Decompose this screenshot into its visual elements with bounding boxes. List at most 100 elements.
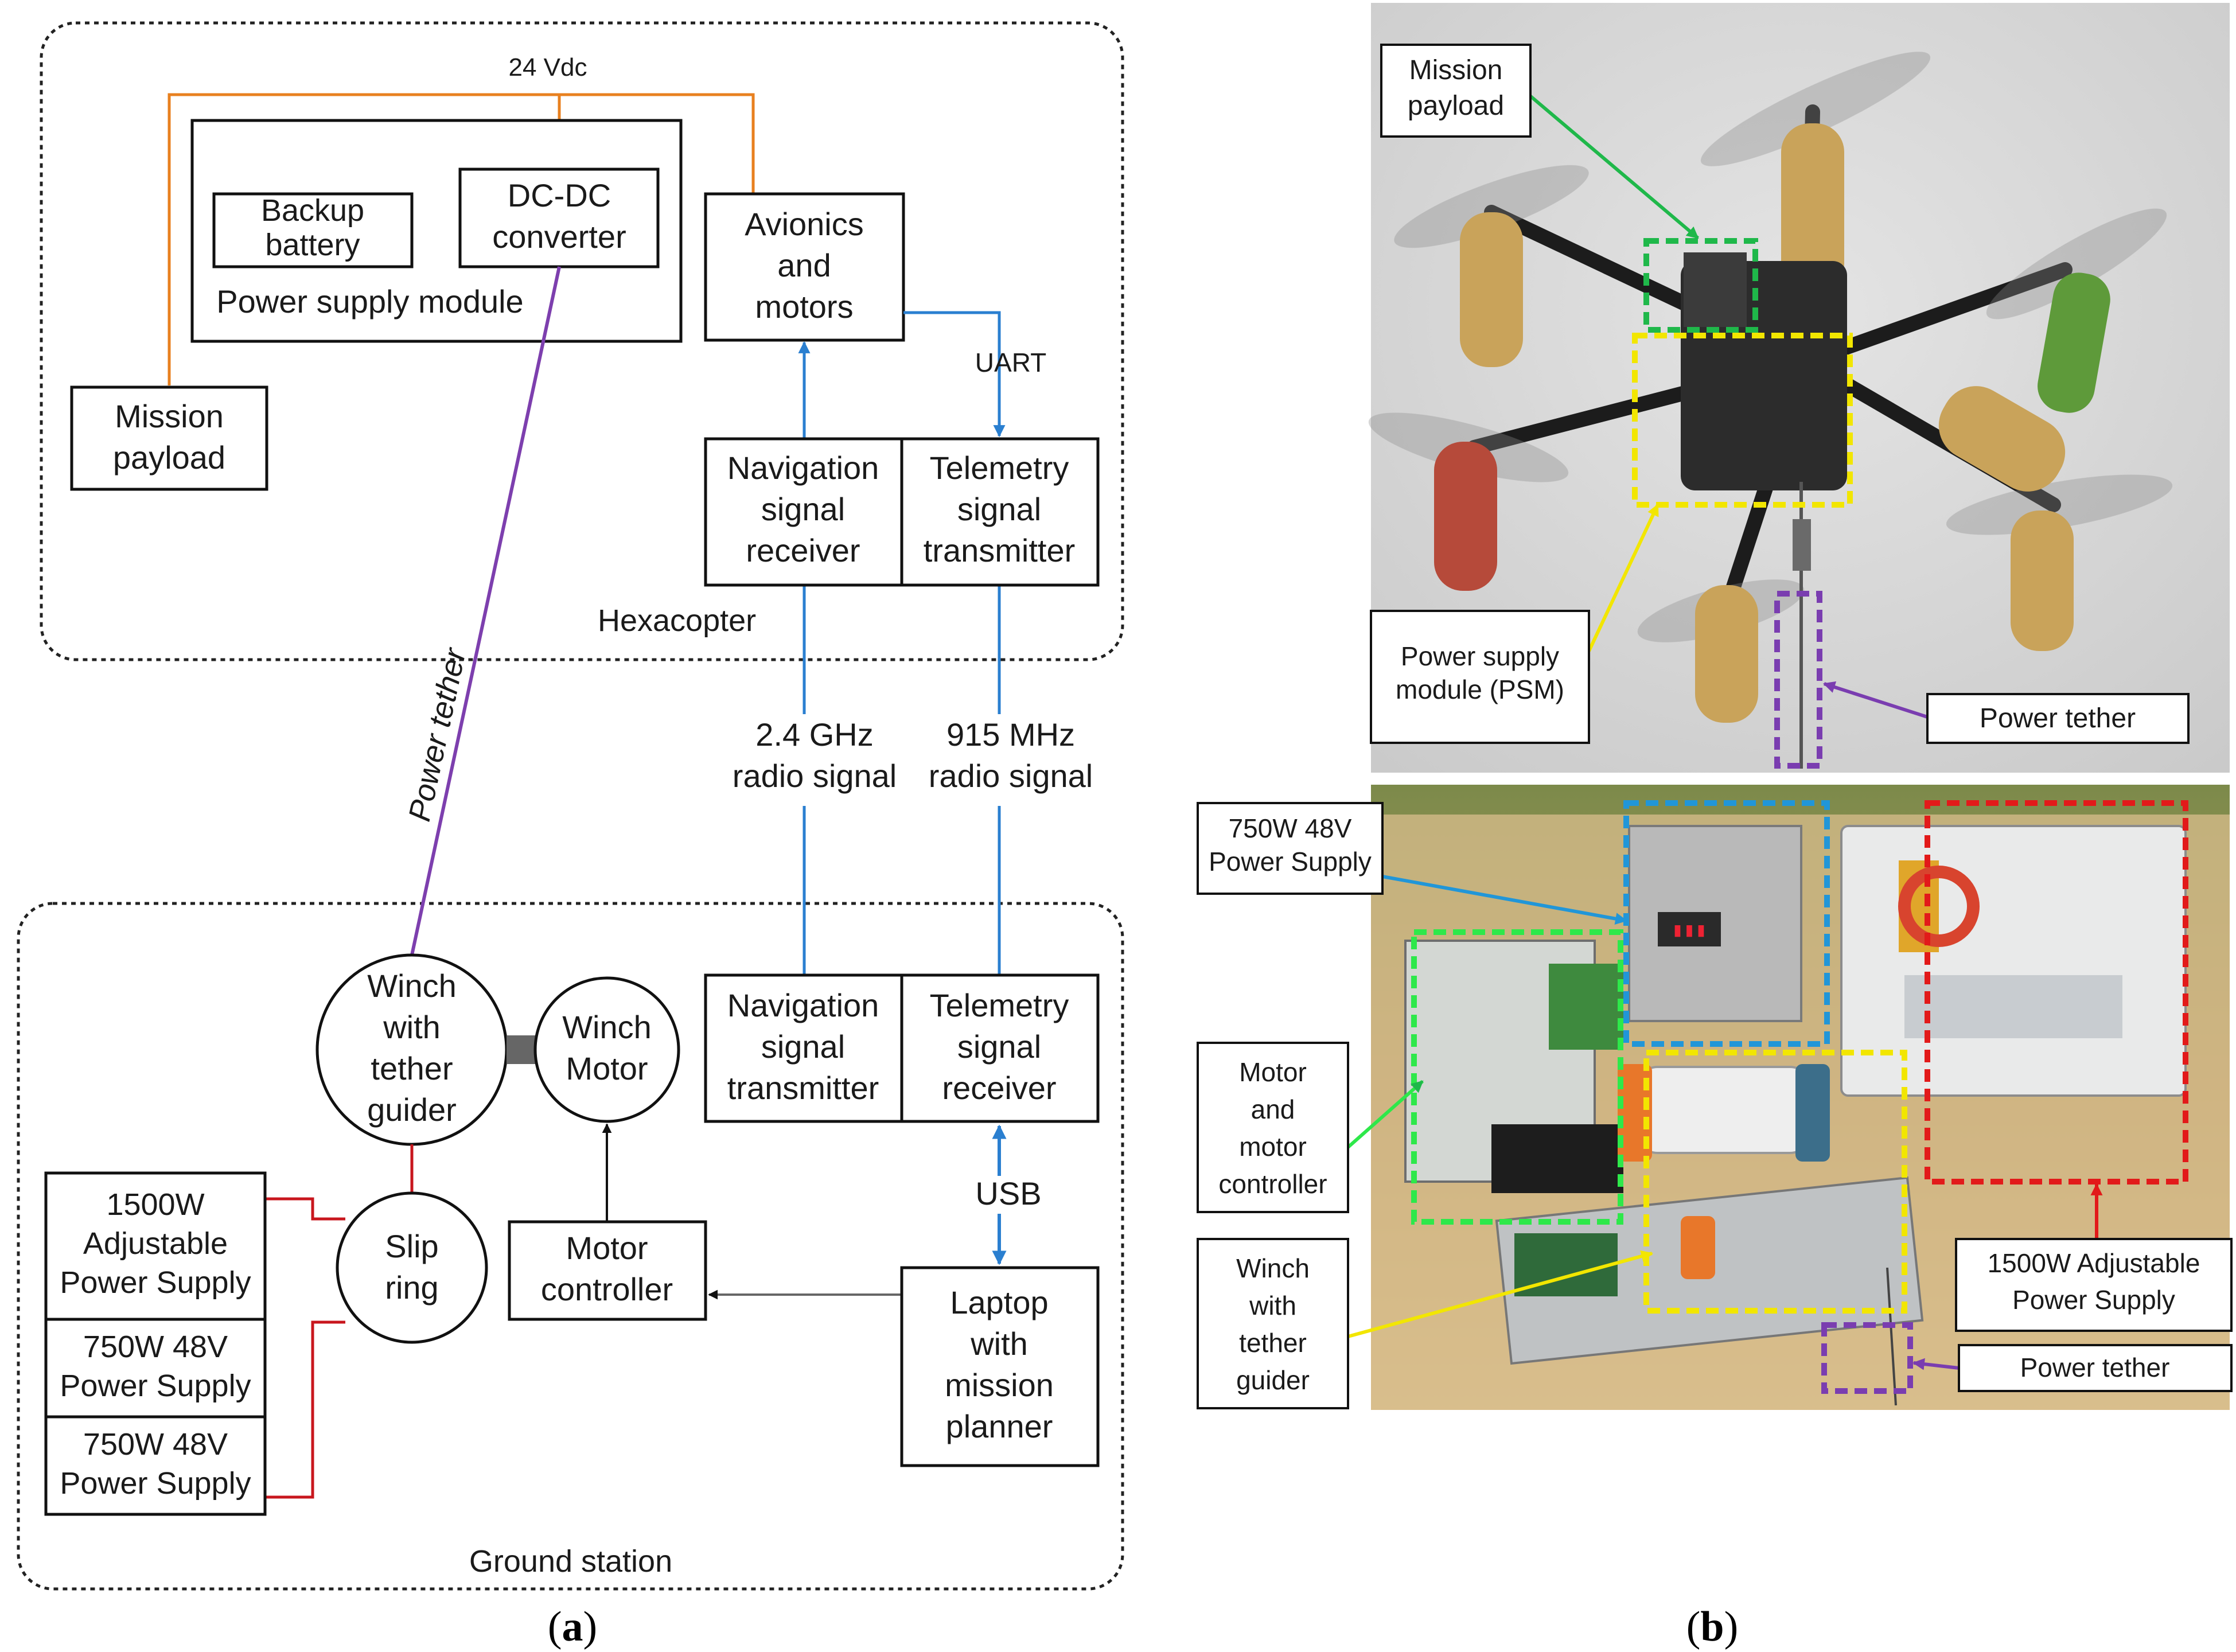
tether-connector	[1793, 519, 1811, 571]
tether-cable-bottom	[1886, 1267, 1897, 1406]
motor-controller-label-2: controller	[541, 1271, 673, 1307]
clamp-meter-jaw	[1898, 866, 1980, 947]
pointer-winch	[1347, 1250, 1654, 1338]
navigation-transmitter-box	[704, 973, 903, 1123]
dcdc-converter-label-1: DC-DC	[508, 177, 611, 213]
voltage-label: 24 Vdc	[509, 53, 587, 81]
telemetry-receiver-label-1: Telemetry	[930, 987, 1069, 1023]
laptop-label-2: with	[970, 1326, 1028, 1362]
label-power-tether-top	[1926, 693, 2190, 744]
label-motor-controller-3: motor	[1239, 1132, 1307, 1162]
hexacopter-region	[40, 21, 1124, 661]
psu-1500-label-2: Adjustable	[83, 1226, 228, 1261]
nav-transmitter-label-1: Navigation	[727, 987, 879, 1023]
label-winch	[1197, 1238, 1349, 1409]
telemetry-receiver-box	[900, 973, 1100, 1123]
winch-motor-unit	[1491, 1124, 1623, 1193]
power-tether-line	[410, 266, 561, 956]
callout-psu1500-red	[1925, 800, 2188, 1185]
label-motor-controller-2: and	[1251, 1094, 1295, 1124]
label-winch-1: Winch	[1236, 1253, 1310, 1283]
callout-psm-yellow	[1632, 333, 1853, 508]
signal-links-hexacopter	[798, 311, 1006, 975]
motor-controller-label-1: Motor	[566, 1230, 648, 1266]
psu-750-a-label-2: Power Supply	[60, 1369, 251, 1403]
power-supply-module-label: Power supply module	[216, 283, 523, 320]
mission-payload-label-1: Mission	[115, 398, 224, 434]
pointer-tether-bottom	[1912, 1358, 1960, 1370]
radio-24-label-1: 2.4 GHz	[755, 716, 873, 753]
psu-750-a-box	[44, 1318, 267, 1419]
label-winch-2: with	[1249, 1291, 1296, 1320]
slip-ring-circle	[336, 1191, 488, 1344]
label-psu750-2: Power Supply	[1209, 847, 1372, 876]
label-power-tether-bottom	[1958, 1344, 2233, 1392]
radio-24-label-2: radio signal	[733, 758, 897, 794]
psu-1500-label-3: Power Supply	[60, 1265, 251, 1300]
psu-750-display	[1658, 912, 1721, 946]
label-motor-controller-1: Motor	[1239, 1057, 1307, 1087]
label-psu1500	[1955, 1238, 2233, 1332]
ground-station-label: Ground station	[469, 1544, 672, 1579]
navigation-receiver-box	[704, 437, 903, 587]
winch-guider-label-2: with	[383, 1009, 441, 1045]
label-mission-payload-2: payload	[1408, 91, 1504, 121]
nav-transmitter-label-2: signal	[761, 1028, 845, 1065]
backup-battery-label-2: battery	[265, 228, 360, 262]
panel-a-diagram: Power supply module Backup battery DC-DC…	[17, 21, 1124, 1650]
supply-wiring	[265, 1144, 414, 1499]
winch-guider-label-1: Winch	[367, 968, 457, 1004]
callout-winch-yellow	[1643, 1050, 1907, 1314]
laptop-label-4: planner	[946, 1408, 1053, 1444]
uart-label: UART	[975, 348, 1046, 377]
psu-750-b-box	[44, 1415, 267, 1516]
telemetry-transmitter-label-1: Telemetry	[930, 450, 1069, 486]
winch-guider-label-3: tether	[371, 1050, 453, 1086]
controller-board	[1549, 964, 1623, 1050]
power-tether-label: Power tether	[402, 644, 473, 824]
winch-flange-right	[1795, 1064, 1830, 1162]
psu-750-a-label-1: 750W 48V	[83, 1330, 228, 1364]
pointer-psu750	[1382, 875, 1628, 925]
label-mission-payload	[1380, 44, 1532, 138]
usb-label: USB	[975, 1175, 1041, 1211]
hexacopter-label: Hexacopter	[598, 603, 756, 638]
label-winch-3: tether	[1239, 1328, 1307, 1358]
slip-ring-label-2: ring	[385, 1269, 438, 1306]
radio-915-label-1: 915 MHz	[946, 716, 1075, 753]
telemetry-transmitter-label-3: transmitter	[924, 532, 1076, 568]
winch-spool	[1634, 1066, 1814, 1154]
label-psm-1: Power supply	[1401, 641, 1559, 671]
telemetry-receiver-label-2: signal	[957, 1028, 1041, 1065]
label-psm-2: module (PSM)	[1396, 675, 1564, 704]
ground-station-region	[17, 902, 1124, 1591]
motor-controller-box	[508, 1220, 707, 1321]
label-mission-payload-1: Mission	[1409, 55, 1503, 85]
panel-b-hexacopter-photo: Mission payload Power supply module (PSM…	[1368, 3, 2230, 773]
laptop-label-1: Laptop	[950, 1284, 1048, 1320]
psu-750-b-label-1: 750W 48V	[83, 1427, 228, 1462]
avionics-label-2: and	[777, 247, 831, 283]
label-motor-controller-4: controller	[1218, 1169, 1327, 1199]
slip-ring-label-1: Slip	[385, 1228, 438, 1264]
psu-750-b-label-2: Power Supply	[60, 1466, 251, 1501]
callout-payload-green	[1643, 238, 1758, 333]
label-psm	[1370, 610, 1590, 744]
label-winch-4: guider	[1236, 1365, 1310, 1395]
callout-tether-purple-bottom	[1821, 1322, 1913, 1394]
nav-receiver-label-3: receiver	[746, 532, 860, 568]
mission-payload-label-2: payload	[113, 439, 225, 476]
pointer-payload	[1528, 93, 1699, 240]
callout-tether-purple	[1774, 591, 1822, 769]
label-power-tether-bottom-text: Power tether	[2020, 1353, 2170, 1382]
landing-floats	[1434, 123, 2110, 723]
label-power-tether-top-text: Power tether	[1980, 703, 2136, 734]
adjustable-psu-panel	[1904, 975, 2122, 1038]
dcdc-converter-box	[458, 167, 660, 268]
mission-payload-box	[70, 385, 268, 491]
label-psu1500-2: Power Supply	[2012, 1285, 2175, 1315]
telemetry-receiver-label-3: receiver	[942, 1070, 1056, 1106]
panel-b-caption: (b)	[1686, 1603, 1738, 1650]
avionics-label-1: Avionics	[745, 206, 864, 242]
psu-1500-label-1: 1500W	[106, 1187, 204, 1222]
